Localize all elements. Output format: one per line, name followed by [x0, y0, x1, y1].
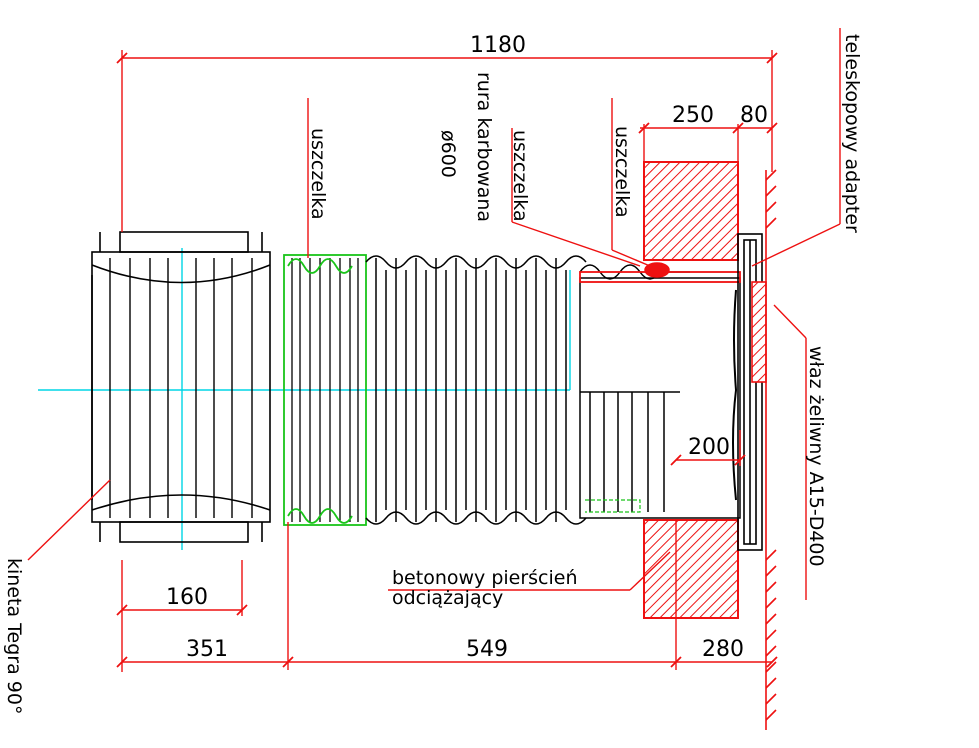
label-ring-line2: odciążający: [392, 587, 503, 609]
concrete-ring: [643, 161, 739, 619]
label-gasket-left: uszczelka: [307, 128, 329, 220]
dim-total: 1180: [470, 33, 526, 58]
dimension-lines: [121, 50, 773, 672]
base-ribs: [109, 258, 253, 518]
center-axis: [38, 248, 571, 550]
coupling-gasket: [283, 254, 367, 526]
label-pipe-line1: rura karbowana: [473, 72, 495, 222]
dimension-ticks: [116, 52, 778, 668]
label-tegra-base: kineta Tegra 90°: [3, 558, 25, 714]
label-pipe-line2: ø600: [437, 130, 459, 178]
cast-iron-cover: [737, 233, 767, 551]
label-ring-line1: betonowy pierścień: [392, 567, 578, 589]
dim-pipe-549: 549: [466, 637, 508, 662]
corrugated-pipe: [365, 255, 587, 525]
dim-ring-width: 250: [672, 103, 714, 128]
base-kineta: [91, 231, 271, 543]
dim-adapter-200: 200: [688, 435, 730, 460]
label-cast-iron-cover: właz żeliwny A15-D400: [805, 346, 827, 567]
dim-base-351: 351: [186, 637, 228, 662]
leader-lines: [27, 28, 841, 600]
ground-line: [765, 169, 777, 730]
telescopic-adapter: [579, 262, 741, 519]
dim-top-280: 280: [702, 637, 744, 662]
label-telescopic-adapter: teleskopowy adapter: [841, 34, 863, 233]
dim-base-160: 160: [166, 585, 208, 610]
dim-adapter-width: 80: [740, 103, 768, 128]
label-gasket-middle: uszczelka: [509, 130, 531, 222]
label-gasket-right: uszczelka: [611, 126, 633, 218]
